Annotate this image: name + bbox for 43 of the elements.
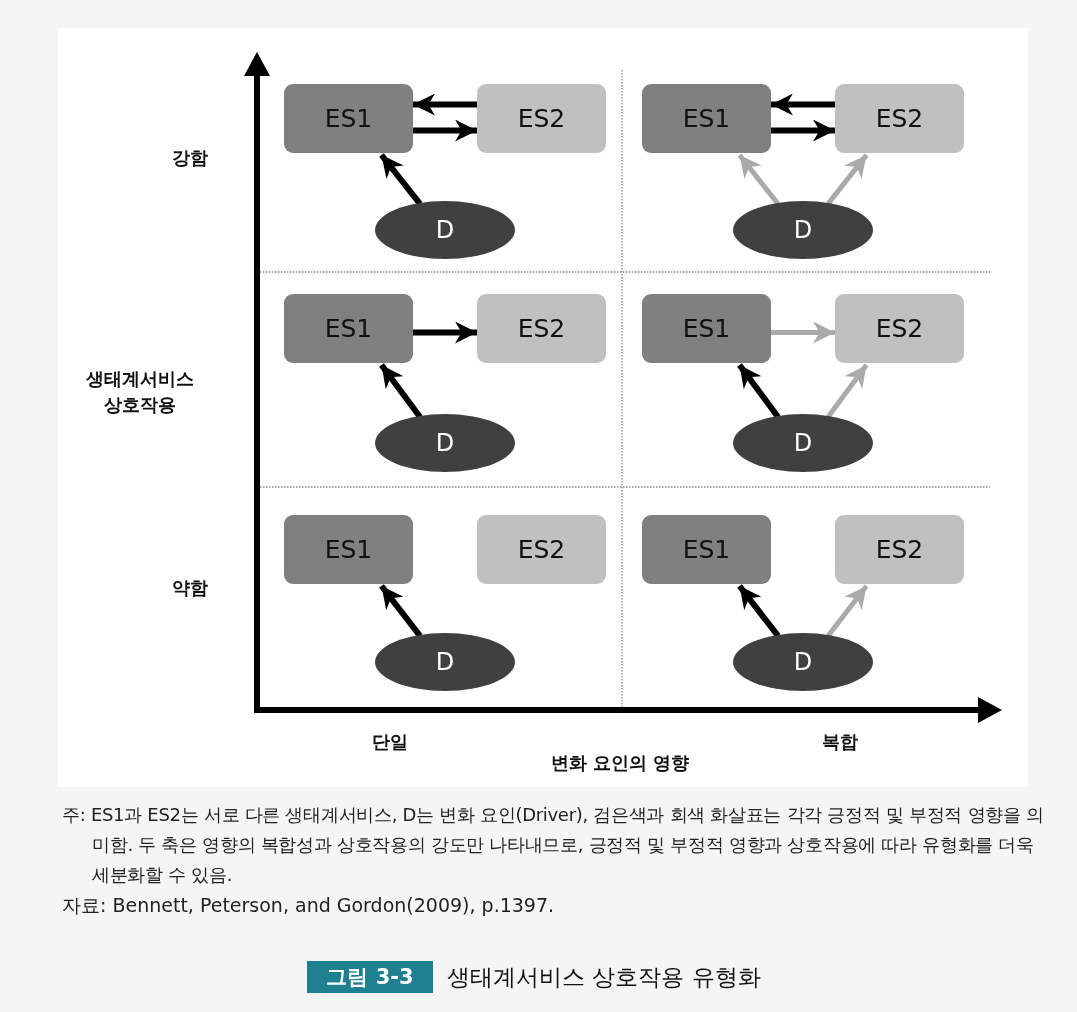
arrow bbox=[771, 321, 835, 344]
es1-box: ES1 bbox=[284, 515, 413, 584]
es1-box: ES1 bbox=[642, 515, 771, 584]
figure-number-tag: 그림 3-3 bbox=[307, 961, 433, 993]
es1-box: ES1 bbox=[284, 84, 413, 153]
arrow bbox=[413, 321, 477, 344]
arrow bbox=[737, 153, 780, 206]
es2-box: ES2 bbox=[477, 84, 606, 153]
axis-title: 변화 요인의 영향 bbox=[549, 751, 691, 775]
arrow bbox=[737, 363, 781, 419]
es1-box: ES1 bbox=[284, 294, 413, 363]
es2-box: ES2 bbox=[835, 294, 964, 363]
axis-label: 강함 bbox=[171, 146, 209, 170]
axis-title: 생태계서비스 상호작용 bbox=[85, 367, 195, 417]
arrow bbox=[379, 153, 423, 206]
axis-label: 복합 bbox=[821, 730, 859, 754]
arrow bbox=[826, 153, 869, 206]
driver-ellipse: D bbox=[375, 201, 515, 259]
source-text: 자료: Bennett, Peterson, and Gordon(2009), p.1397. bbox=[62, 893, 555, 918]
es2-box: ES2 bbox=[477, 294, 606, 363]
arrow bbox=[413, 119, 477, 142]
driver-ellipse: D bbox=[375, 633, 515, 691]
es2-box: ES2 bbox=[835, 515, 964, 584]
es1-box: ES1 bbox=[642, 84, 771, 153]
figure-title: 생태계서비스 상호작용 유형화 bbox=[447, 963, 761, 992]
arrow bbox=[413, 93, 477, 116]
arrow bbox=[771, 119, 835, 142]
axis-label: 단일 bbox=[371, 730, 409, 754]
arrow bbox=[379, 584, 423, 638]
driver-ellipse: D bbox=[375, 414, 515, 472]
es2-box: ES2 bbox=[477, 515, 606, 584]
es2-box: ES2 bbox=[835, 84, 964, 153]
arrow bbox=[826, 363, 869, 419]
driver-ellipse: D bbox=[733, 414, 873, 472]
arrow bbox=[379, 363, 423, 419]
driver-ellipse: D bbox=[733, 201, 873, 259]
arrow bbox=[826, 584, 869, 638]
arrow bbox=[771, 93, 835, 116]
arrow bbox=[737, 584, 781, 638]
es1-box: ES1 bbox=[642, 294, 771, 363]
axis-label: 약함 bbox=[171, 576, 209, 600]
note-text: 주: ES1과 ES2는 서로 다른 생태계서비스, D는 변화 요인(Driver), 검은색과 회색 화살표는 각각 긍정적 및 부정적 영향을 의미함. 두 축은 영향의 복합성과 상호작용의 강도만 나타내므로, 긍정적 및 부정적 영향과 상호작용에 따라 유형화를 더욱 세분화할 수 있음. bbox=[62, 803, 1045, 887]
driver-ellipse: D bbox=[733, 633, 873, 691]
